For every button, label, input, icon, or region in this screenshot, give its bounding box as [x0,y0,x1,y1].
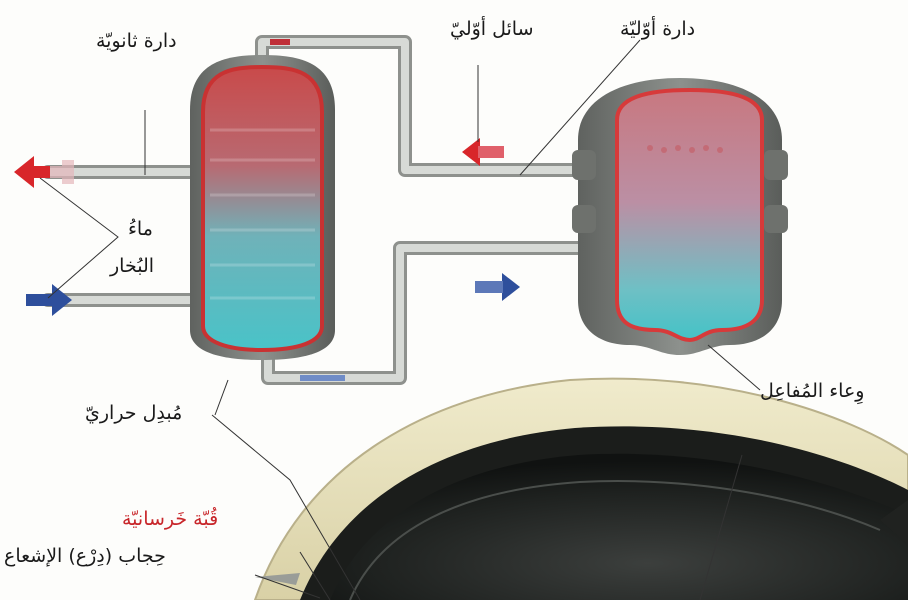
reactor-vessel [572,78,788,355]
label-radiation-shield: حِجاب (دِرْع) الإشعاع [4,545,166,567]
label-primary-fluid: سائل أوّليّ [450,18,534,40]
concrete-dome [255,379,908,600]
label-steam: البُخار [110,255,154,277]
label-concrete-dome: قُبّة خَرسانيّة [122,508,218,530]
label-heat-exchanger: مُبدِل حراريّ [85,402,182,424]
water-in-arrow [26,284,72,316]
label-primary-circuit: دارة أوّليّة [620,18,695,40]
label-secondary-circuit: دارة ثانويّة [96,30,177,52]
steam-out-arrow [14,156,74,188]
label-water: ماءُ [128,218,153,240]
primary-hot-arrow [462,138,504,166]
primary-cold-arrow [475,273,520,301]
label-reactor-vessel: وِعاء المُفاعِل [760,380,864,402]
heat-exchanger [190,55,335,360]
